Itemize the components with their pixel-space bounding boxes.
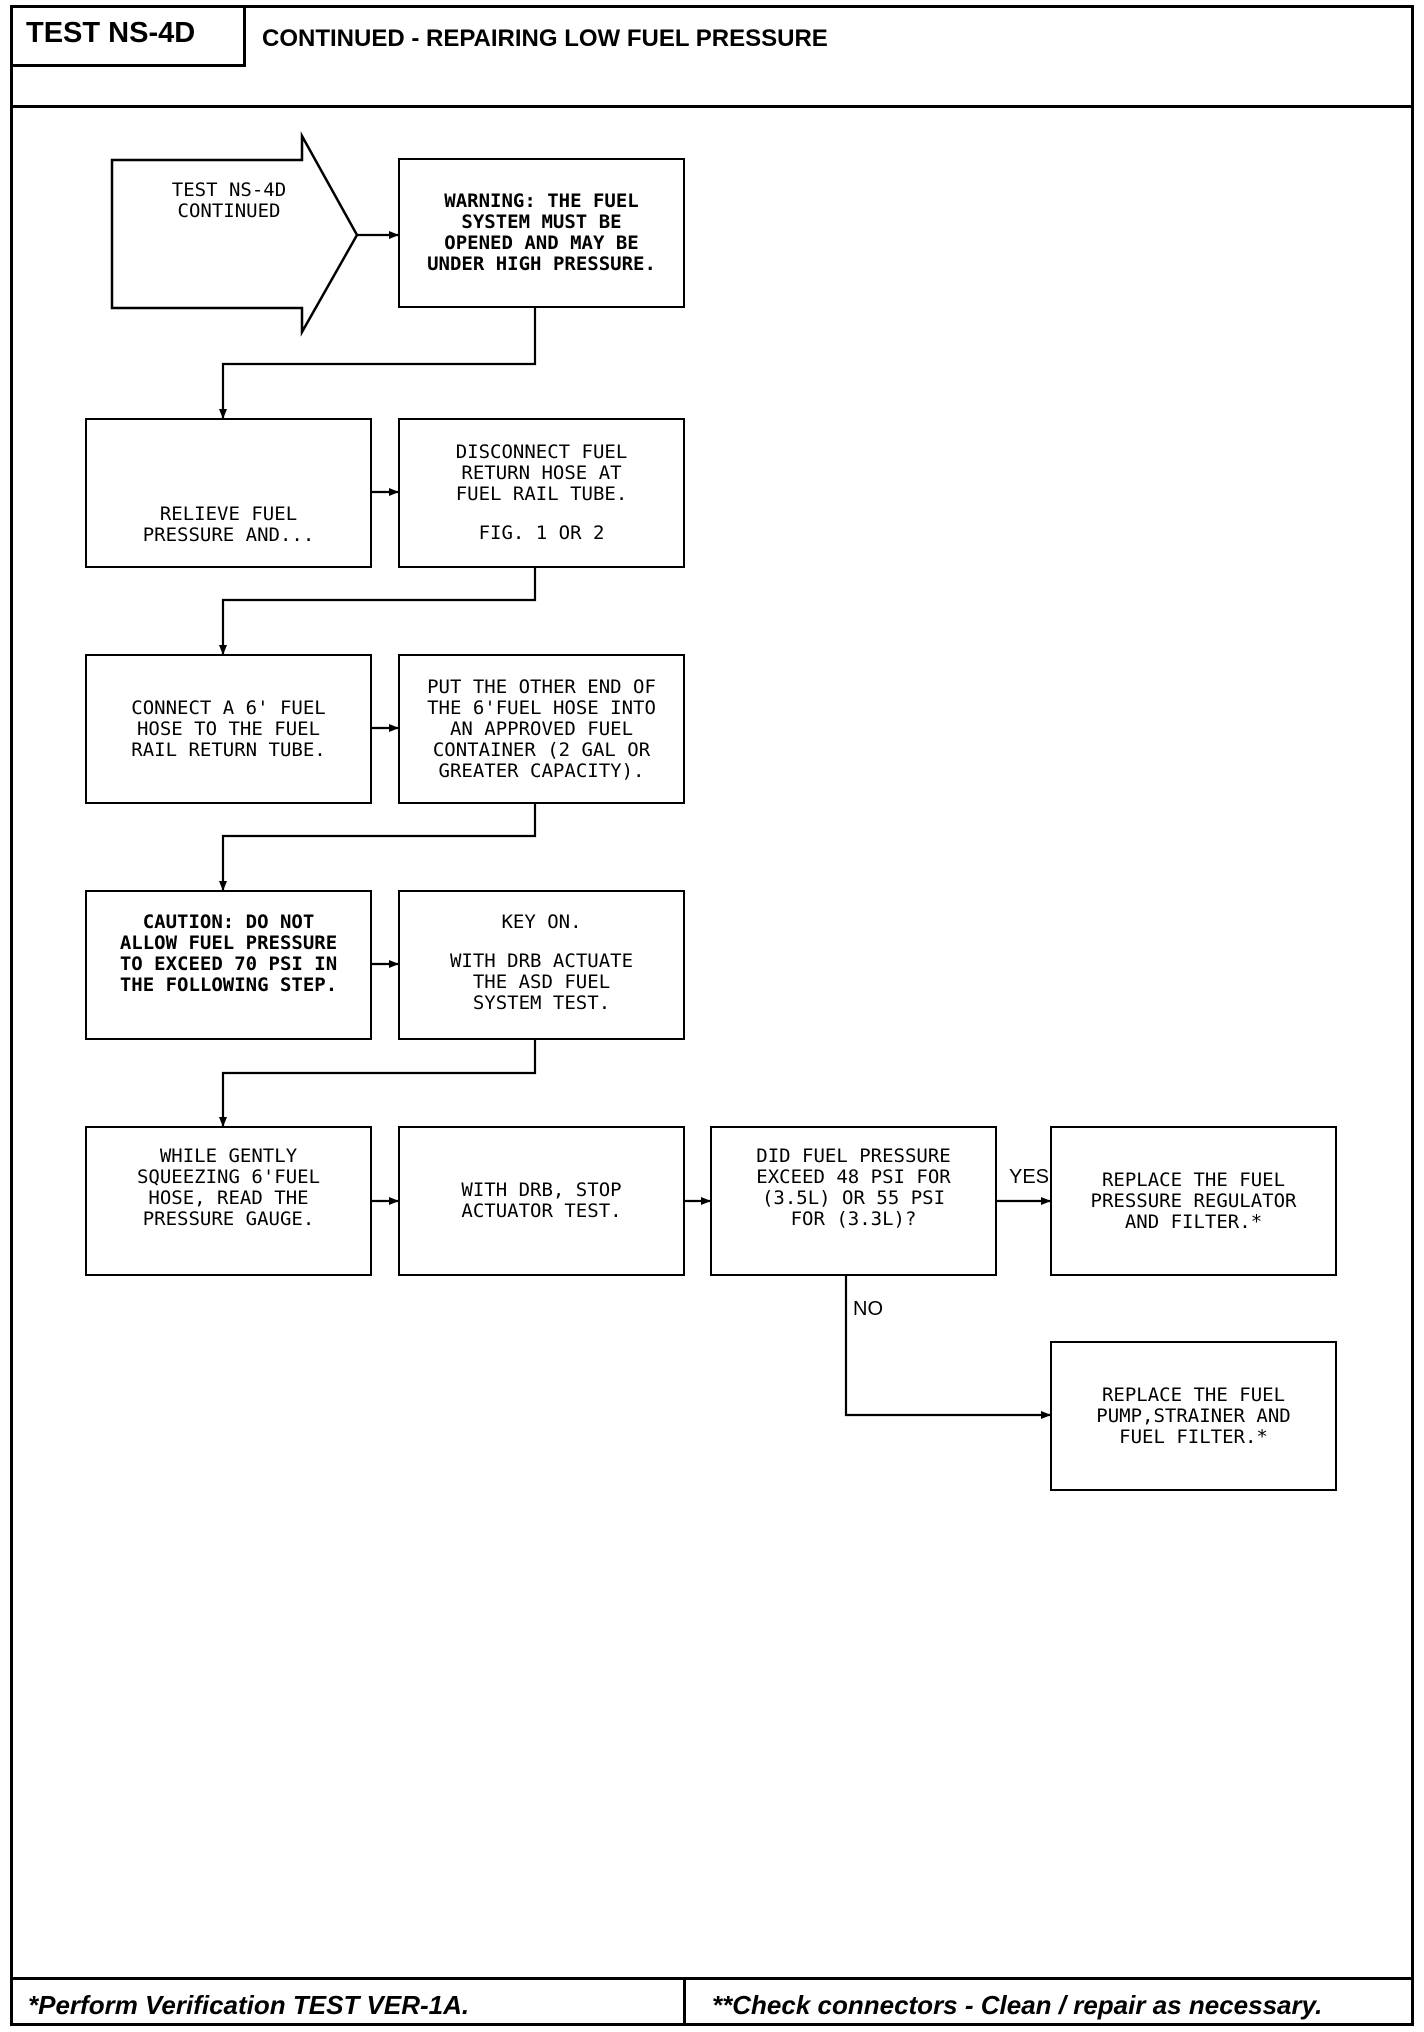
put-hose-end-box: PUT THE OTHER END OF THE 6'FUEL HOSE INT… bbox=[398, 654, 685, 804]
disconnect-hose-box: DISCONNECT FUEL RETURN HOSE AT FUEL RAIL… bbox=[398, 418, 685, 568]
caution-box: CAUTION: DO NOT ALLOW FUEL PRESSURE TO E… bbox=[85, 890, 372, 1040]
squeeze-hose-box: WHILE GENTLY SQUEEZING 6'FUEL HOSE, READ… bbox=[85, 1126, 372, 1276]
connect-hose-box: CONNECT A 6' FUEL HOSE TO THE FUEL RAIL … bbox=[85, 654, 372, 804]
page-title: CONTINUED - REPAIRING LOW FUEL PRESSURE bbox=[262, 25, 828, 52]
footer-divider bbox=[683, 1980, 686, 2026]
key-on-actuate-box: KEY ON. WITH DRB ACTUATE THE ASD FUEL SY… bbox=[398, 890, 685, 1040]
page-frame bbox=[10, 5, 1414, 2026]
page-header: TEST NS-4D CONTINUED - REPAIRING LOW FUE… bbox=[10, 5, 1414, 108]
warning-box: WARNING: THE FUEL SYSTEM MUST BE OPENED … bbox=[398, 158, 685, 308]
replace-pump-box: REPLACE THE FUEL PUMP,STRAINER AND FUEL … bbox=[1050, 1341, 1337, 1491]
stop-actuator-box: WITH DRB, STOP ACTUATOR TEST. bbox=[398, 1126, 685, 1276]
yes-label: YES bbox=[1009, 1166, 1050, 1188]
start-label: TEST NS-4D CONTINUED bbox=[171, 179, 287, 222]
relieve-pressure-box: RELIEVE FUEL PRESSURE AND... bbox=[85, 418, 372, 568]
replace-regulator-box: REPLACE THE FUEL PRESSURE REGULATOR AND … bbox=[1050, 1126, 1337, 1276]
start-arrow-shape bbox=[110, 131, 359, 337]
footer-verification-note: *Perform Verification TEST VER-1A. bbox=[28, 1990, 470, 2020]
no-label: NO bbox=[853, 1298, 883, 1320]
pressure-question-box: DID FUEL PRESSURE EXCEED 48 PSI FOR (3.5… bbox=[710, 1126, 997, 1276]
test-id-label: TEST NS-4D bbox=[10, 5, 246, 67]
footer-connector-note: **Check connectors - Clean / repair as n… bbox=[712, 1990, 1323, 2020]
page-footer: *Perform Verification TEST VER-1A. **Che… bbox=[10, 1977, 1414, 2026]
